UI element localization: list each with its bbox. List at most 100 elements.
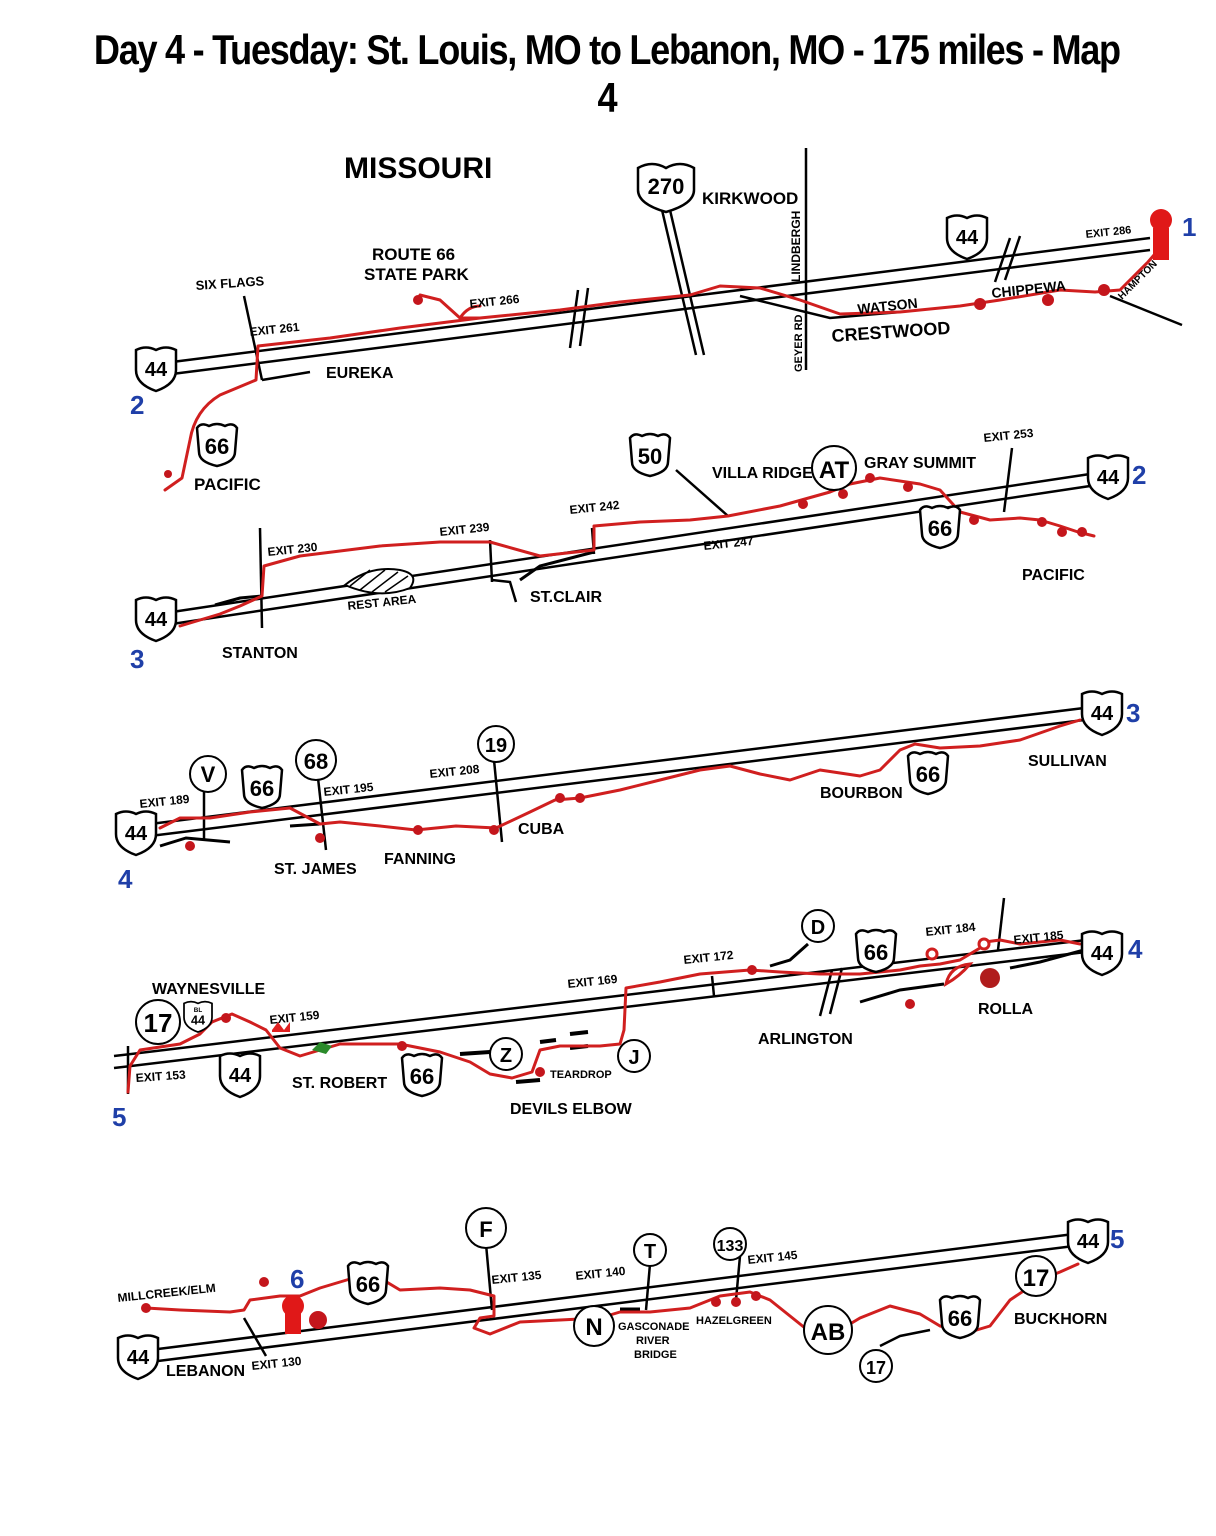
state-label: MISSOURI xyxy=(344,152,492,185)
poi-dot xyxy=(489,825,499,835)
place-label: TEARDROP xyxy=(550,1069,612,1081)
poi-dot xyxy=(974,298,986,310)
interstate-44-shield: 44 xyxy=(114,810,158,857)
exit-label: EXIT 153 xyxy=(135,1068,186,1085)
poi-dot xyxy=(969,515,979,525)
svg-text:44: 44 xyxy=(956,227,979,249)
strip-4: 44 44 BL 44 66 66 D 17 Z xyxy=(112,897,1143,1132)
exit-label: EXIT 130 xyxy=(251,1354,303,1373)
svg-text:44: 44 xyxy=(1077,1231,1100,1253)
route-17-road xyxy=(879,1328,931,1348)
segment-number: 2 xyxy=(1132,460,1146,490)
us-66-shield: 66 xyxy=(938,1294,982,1340)
exit-road xyxy=(242,1317,268,1357)
exit-road xyxy=(710,975,716,997)
poi-dot xyxy=(838,489,848,499)
place-label: GRAY SUMMIT xyxy=(864,455,976,472)
segment-number: 3 xyxy=(130,644,144,674)
map-break-mark xyxy=(818,969,834,1017)
poi-dot xyxy=(185,841,195,851)
state-route-d-shield: D xyxy=(801,909,835,943)
map-break-mark xyxy=(568,289,580,349)
exit-label: EXIT 140 xyxy=(575,1264,627,1283)
place-label: SIX FLAGS xyxy=(195,273,265,293)
svg-text:66: 66 xyxy=(356,1272,380,1297)
place-label: LEBANON xyxy=(166,1363,245,1380)
state-t-road xyxy=(644,1263,652,1311)
segment-number: 1 xyxy=(1182,212,1196,242)
poi-dot xyxy=(798,499,808,509)
interstate-44-line xyxy=(113,938,1087,1058)
us-66-shield: 66 xyxy=(854,928,898,974)
place-label: BUCKHORN xyxy=(1014,1311,1107,1328)
state-route-v-shield: V xyxy=(189,755,227,793)
state-route-17-shield: 17 xyxy=(135,999,181,1045)
place-label: PACIFIC xyxy=(194,475,261,494)
interstate-270-line xyxy=(668,209,706,356)
us-50-shield: 50 xyxy=(628,432,672,478)
state-route-at-shield: AT xyxy=(811,445,857,491)
poi-dot xyxy=(164,470,172,478)
poi-dot xyxy=(1057,527,1067,537)
svg-text:66: 66 xyxy=(864,940,888,965)
place-label: KIRKWOOD xyxy=(702,189,798,208)
svg-text:44: 44 xyxy=(191,1013,205,1027)
road-label: HAMPTON xyxy=(1116,259,1159,302)
old-road xyxy=(1009,948,1085,970)
crown-icon xyxy=(272,1022,290,1032)
place-label: VILLA RIDGE xyxy=(712,465,813,482)
place-label: BRIDGE xyxy=(634,1349,677,1361)
place-label: CUBA xyxy=(518,821,565,838)
exit-label: EXIT 247 xyxy=(703,534,755,553)
poi-dot xyxy=(315,833,325,843)
poi-dot xyxy=(751,1291,761,1301)
exit-label: EXIT 266 xyxy=(469,292,521,311)
place-label: BOURBON xyxy=(820,785,903,802)
place-label: PACIFIC xyxy=(1022,567,1085,584)
poi-dot xyxy=(1077,527,1087,537)
svg-text:44: 44 xyxy=(125,823,148,845)
old-road xyxy=(214,594,263,607)
place-label: DEVILS ELBOW xyxy=(510,1101,633,1118)
place-label: WAYNESVILLE xyxy=(152,981,266,998)
strip-3: 44 44 66 66 V 68 19 EXIT 189 EXIT 195 EX… xyxy=(114,690,1140,894)
park-icon xyxy=(312,1042,332,1054)
place-label: SULLIVAN xyxy=(1028,753,1107,770)
place-label: ST. JAMES xyxy=(274,861,357,878)
exit-label: EXIT 145 xyxy=(747,1248,799,1267)
us-66-shield: 66 xyxy=(240,764,284,810)
state-d-road xyxy=(769,942,809,968)
exit-label: EXIT 169 xyxy=(567,972,619,991)
state-route-j-shield: J xyxy=(617,1039,651,1073)
st-clair-road xyxy=(491,578,518,603)
svg-text:66: 66 xyxy=(928,516,952,541)
strip-5: 44 44 66 66 F T 133 N xyxy=(116,1207,1124,1383)
exit-label: EXIT 159 xyxy=(269,1008,321,1027)
exit-label: EXIT 195 xyxy=(323,780,375,799)
road-label: CHIPPEWA xyxy=(991,277,1067,301)
svg-text:44: 44 xyxy=(1091,943,1114,965)
svg-text:44: 44 xyxy=(127,1347,150,1369)
road-label: GEYER RD xyxy=(793,314,805,372)
junction-marker xyxy=(977,937,991,951)
svg-text:44: 44 xyxy=(145,359,168,381)
poi-dot xyxy=(747,965,757,975)
start-pin-icon xyxy=(1150,209,1172,260)
map-break-mark xyxy=(1003,235,1022,281)
segment-number: 5 xyxy=(1110,1224,1124,1254)
poi-dot xyxy=(413,295,423,305)
exit-label: EXIT 286 xyxy=(1085,224,1132,241)
exit-label: EXIT 239 xyxy=(439,520,491,539)
junction-marker xyxy=(925,947,939,961)
poi-dot xyxy=(221,1013,231,1023)
svg-text:66: 66 xyxy=(948,1306,972,1331)
state-route-133-shield: 133 xyxy=(713,1227,747,1261)
svg-text:F: F xyxy=(479,1217,492,1242)
segment-number: 6 xyxy=(290,1264,304,1294)
segment-number: 3 xyxy=(1126,698,1140,728)
exit-road xyxy=(258,527,264,629)
poi-dot xyxy=(555,793,565,803)
interstate-44-shield: 44 xyxy=(116,1334,160,1381)
svg-text:44: 44 xyxy=(1091,703,1114,725)
svg-text:270: 270 xyxy=(648,174,685,199)
